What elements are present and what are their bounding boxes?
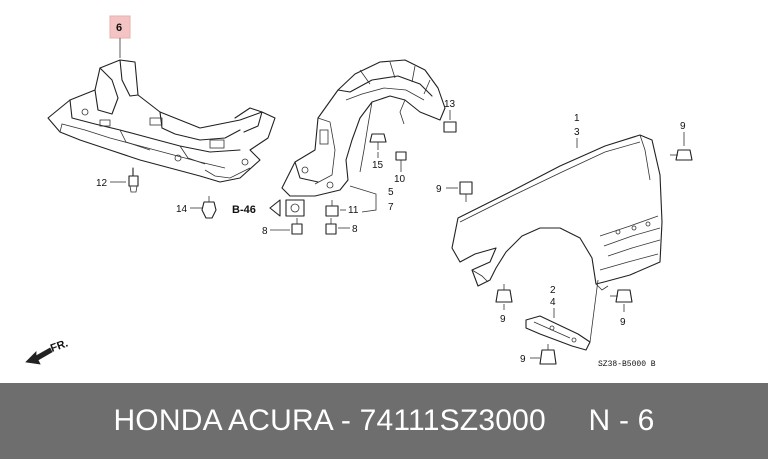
drawing-code: SZ38-B5000 B — [598, 360, 656, 369]
callout-3: 3 — [574, 127, 580, 138]
clip-14 — [201, 196, 217, 219]
callout-14: 14 — [176, 204, 188, 215]
undercover-part — [47, 59, 276, 183]
mounting-bracket-part — [525, 279, 599, 351]
callout-12: 12 — [96, 178, 108, 189]
callout-9-center: 9 — [436, 184, 442, 195]
callout-8-right: 8 — [352, 224, 358, 235]
part-number-caption: HONDA ACURA - 74111SZ3000 N - 6 — [113, 404, 655, 437]
bolt-9-lower-right — [610, 289, 633, 303]
callout-9-lower-right: 9 — [620, 317, 626, 328]
reference-arrow — [269, 199, 281, 217]
callout-11: 11 — [348, 205, 359, 216]
screw-15 — [369, 133, 387, 150]
front-direction-arrow: FR. — [25, 337, 70, 365]
reference-box — [285, 199, 305, 217]
callout-13: 13 — [444, 99, 456, 110]
bolt-9-bottom — [539, 344, 557, 365]
front-label: FR. — [49, 337, 70, 354]
inner-fender-part — [281, 59, 446, 197]
bolt-10 — [395, 151, 407, 166]
nut-11 — [325, 200, 339, 217]
bolt-9-top-right — [670, 149, 693, 161]
reference-label: B-46 — [232, 204, 256, 216]
callout-9-top-right: 9 — [680, 121, 686, 132]
callout-15: 15 — [372, 160, 384, 171]
clip-13 — [443, 121, 457, 133]
callout-9-bottom: 9 — [520, 354, 526, 365]
exploded-parts-diagram: 6 12 14 — [25, 15, 693, 369]
bolt-8-right — [325, 218, 337, 235]
callout-8-left: 8 — [262, 226, 268, 237]
bolt-9-center — [459, 181, 473, 202]
callout-9-lower-left: 9 — [500, 314, 506, 325]
footer-bar: HONDA ACURA - 74111SZ3000 N - 6 — [0, 383, 768, 459]
bolt-8-left — [291, 218, 303, 235]
bolt-12 — [128, 167, 139, 193]
callout-5: 5 — [388, 187, 394, 198]
callout-4: 4 — [550, 297, 556, 308]
callout-10: 10 — [394, 174, 406, 185]
front-fender-part — [451, 134, 663, 291]
bolt-9-lower-left — [495, 284, 513, 303]
leader-5-7 — [349, 185, 377, 213]
callout-7: 7 — [388, 202, 394, 213]
callout-1: 1 — [574, 113, 580, 124]
callout-2: 2 — [550, 285, 556, 296]
callout-6: 6 — [116, 22, 122, 34]
